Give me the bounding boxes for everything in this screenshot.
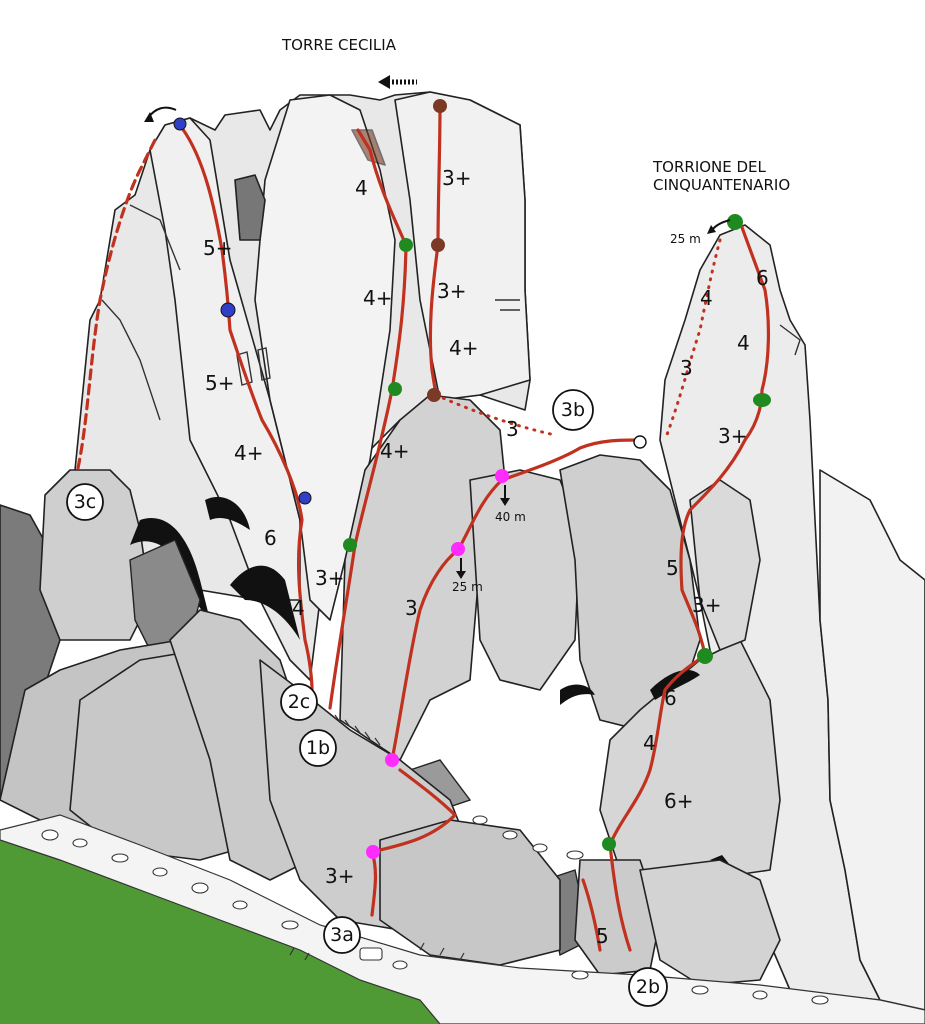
grade-pink-1: 3 — [405, 596, 418, 620]
grade-brown-3: 4+ — [449, 336, 478, 360]
grade-brown-1: 3+ — [442, 166, 471, 190]
grade-blue-5: 4 — [292, 596, 305, 620]
grade-tor-5: 3+ — [718, 424, 747, 448]
distance-25m-torrione: 25 m — [670, 232, 701, 246]
route-label-1b: 1b — [306, 737, 330, 759]
grade-tor-4: 3 — [680, 356, 693, 380]
grade-low-5: 6+ — [664, 789, 693, 813]
grade-green-3: 4+ — [380, 439, 409, 463]
belay-brown-2 — [431, 238, 445, 252]
grade-blue-1: 5+ — [203, 236, 232, 260]
grade-pink-2: 3+ — [325, 864, 354, 888]
belay-green-t4 — [602, 837, 616, 851]
descent-arrow-left — [148, 108, 176, 118]
grade-low-1: 5 — [666, 556, 679, 580]
grade-blue-2: 5+ — [205, 371, 234, 395]
title-torrione-line1: TORRIONE DEL — [652, 158, 767, 176]
belay-magenta-4 — [366, 845, 380, 859]
route-label-3c: 3c — [74, 491, 97, 513]
grade-tor-3: 4 — [737, 331, 750, 355]
grade-traverse: 3 — [506, 417, 519, 441]
grade-brown-2: 3+ — [437, 279, 466, 303]
belay-magenta-1 — [495, 469, 509, 483]
title-torre-cecilia: TORRE CECILIA — [281, 36, 397, 54]
belay-green-1 — [399, 238, 413, 252]
grade-low-4: 4 — [643, 731, 656, 755]
title-torrione-line2: CINQUANTENARIO — [653, 176, 790, 194]
grade-tor-1: 6 — [756, 266, 769, 290]
route-label-2b: 2b — [636, 976, 660, 998]
grade-blue-4: 6 — [264, 526, 277, 550]
belay-open — [634, 436, 646, 448]
descent-arrow-torre-head — [378, 75, 390, 89]
grade-low-2: 3+ — [692, 593, 721, 617]
grade-low-6: 5 — [596, 924, 609, 948]
belay-green-t2 — [753, 393, 771, 407]
distance-25m-mid: 25 m — [452, 580, 483, 594]
belay-green-t1 — [727, 214, 743, 230]
belay-green-3 — [343, 538, 357, 552]
grade-blue-3: 4+ — [234, 441, 263, 465]
belay-magenta-3 — [385, 753, 399, 767]
belay-brown-1 — [433, 99, 447, 113]
grade-tor-2: 4 — [700, 286, 713, 310]
belay-green-t3 — [697, 648, 713, 664]
grade-green-2: 4+ — [363, 286, 392, 310]
belay-blue-2 — [221, 303, 235, 317]
descent-arrow-torrione — [712, 220, 730, 230]
grade-low-3: 6 — [664, 686, 677, 710]
route-label-3a: 3a — [330, 924, 354, 946]
belay-brown-3 — [427, 388, 441, 402]
belay-blue-1 — [174, 118, 186, 130]
route-label-2c: 2c — [288, 691, 311, 713]
belay-magenta-2 — [451, 542, 465, 556]
grade-green-1: 4 — [355, 176, 368, 200]
distance-40m: 40 m — [495, 510, 526, 524]
grade-green-4: 3+ — [315, 566, 344, 590]
belay-blue-3 — [299, 492, 311, 504]
belay-green-2 — [388, 382, 402, 396]
route-label-3b: 3b — [561, 399, 585, 421]
